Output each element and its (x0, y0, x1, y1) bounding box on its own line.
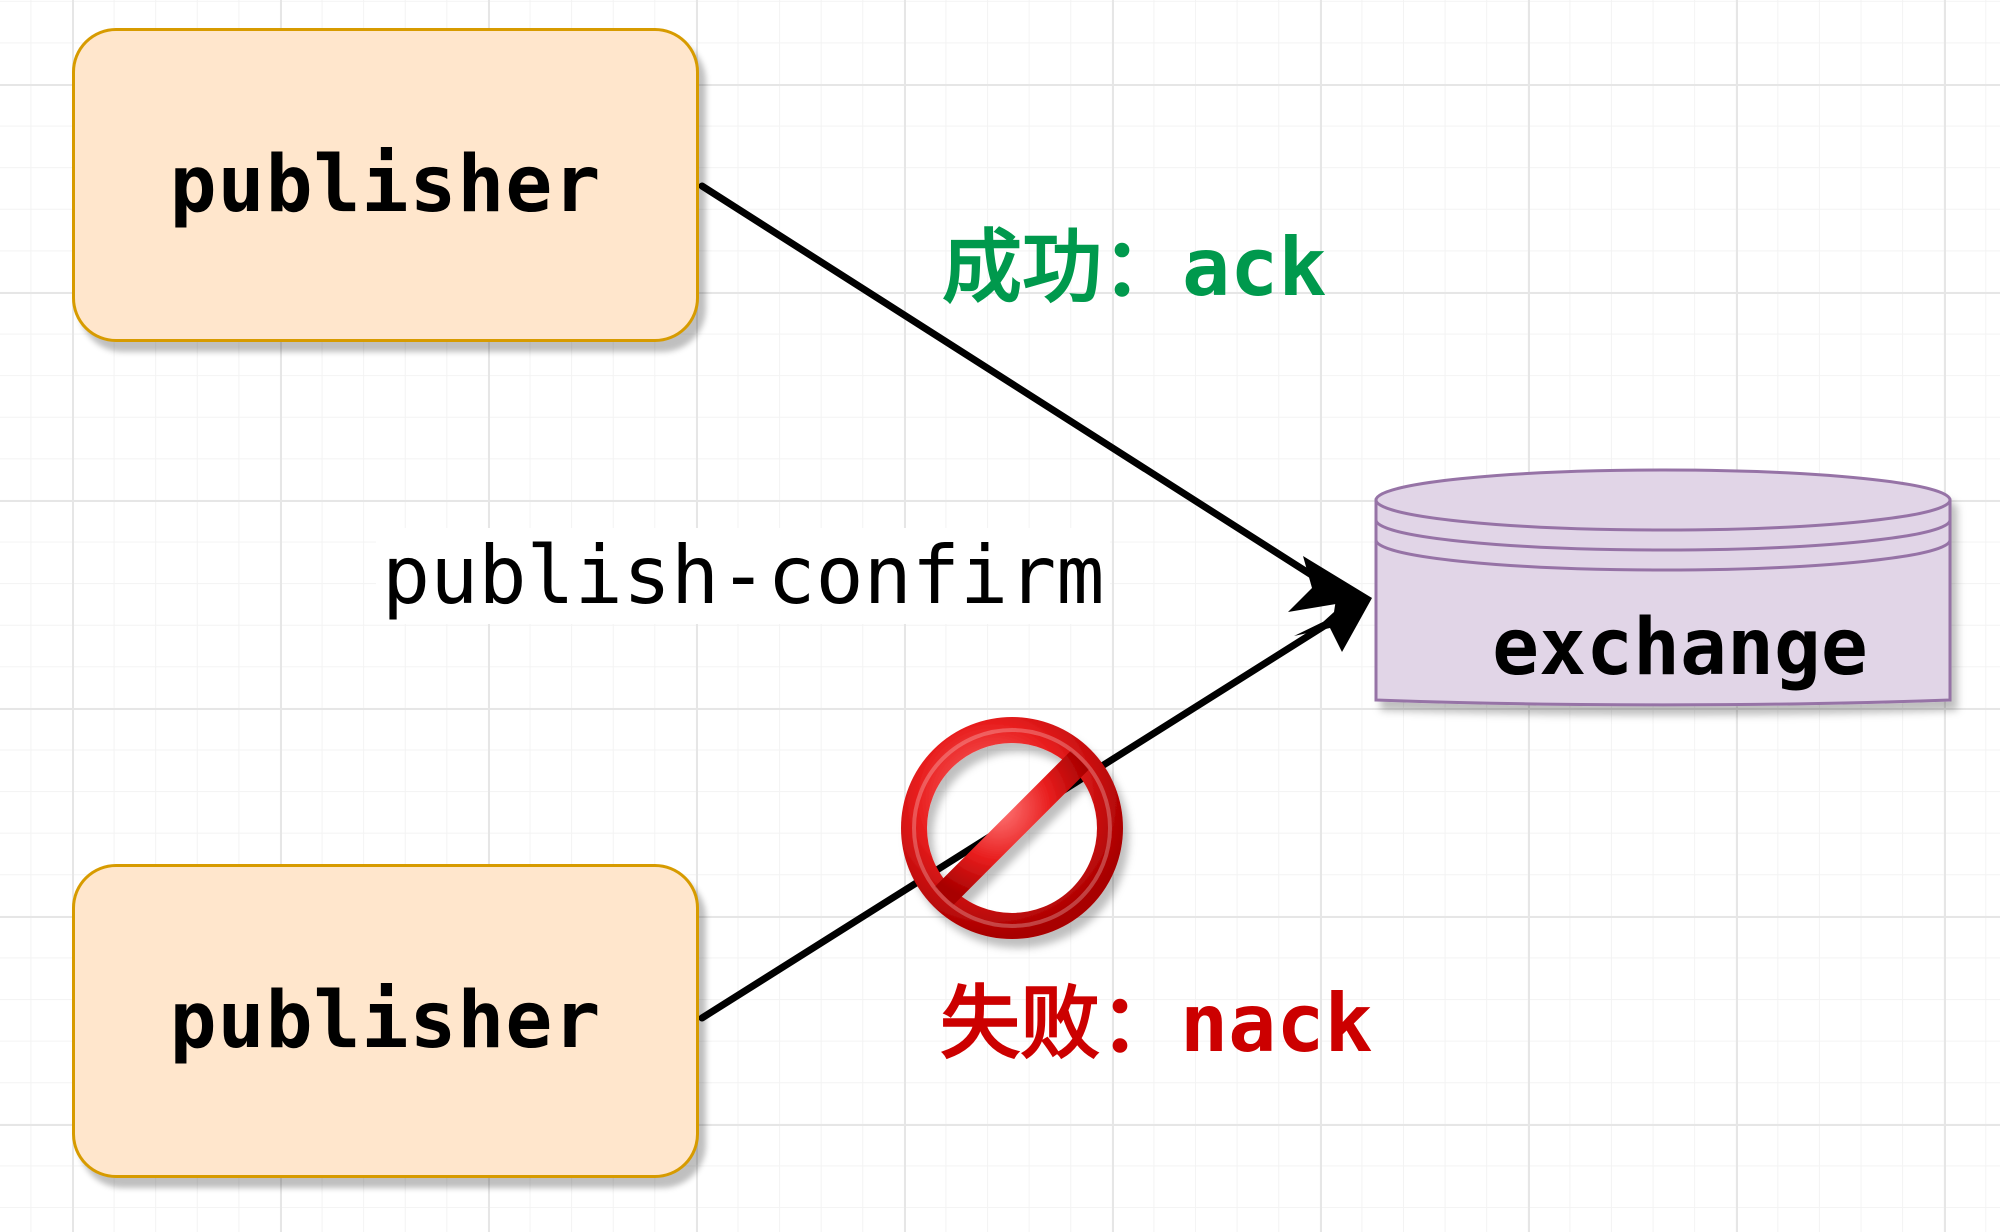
publisher-node-bottom[interactable]: publisher (72, 864, 699, 1178)
prohibited-icon (901, 717, 1123, 939)
publisher-bottom-label: publisher (169, 976, 602, 1066)
ack-label: 成功：ack (942, 221, 1327, 314)
publish-confirm-label: publish-confirm (376, 528, 1111, 624)
exchange-cylinder[interactable] (1374, 468, 1952, 707)
publisher-top-label: publisher (169, 140, 602, 230)
exchange-label: exchange (1492, 603, 1868, 693)
nack-label: 失败：nack (940, 977, 1373, 1070)
publisher-node-top[interactable]: publisher (72, 28, 699, 342)
